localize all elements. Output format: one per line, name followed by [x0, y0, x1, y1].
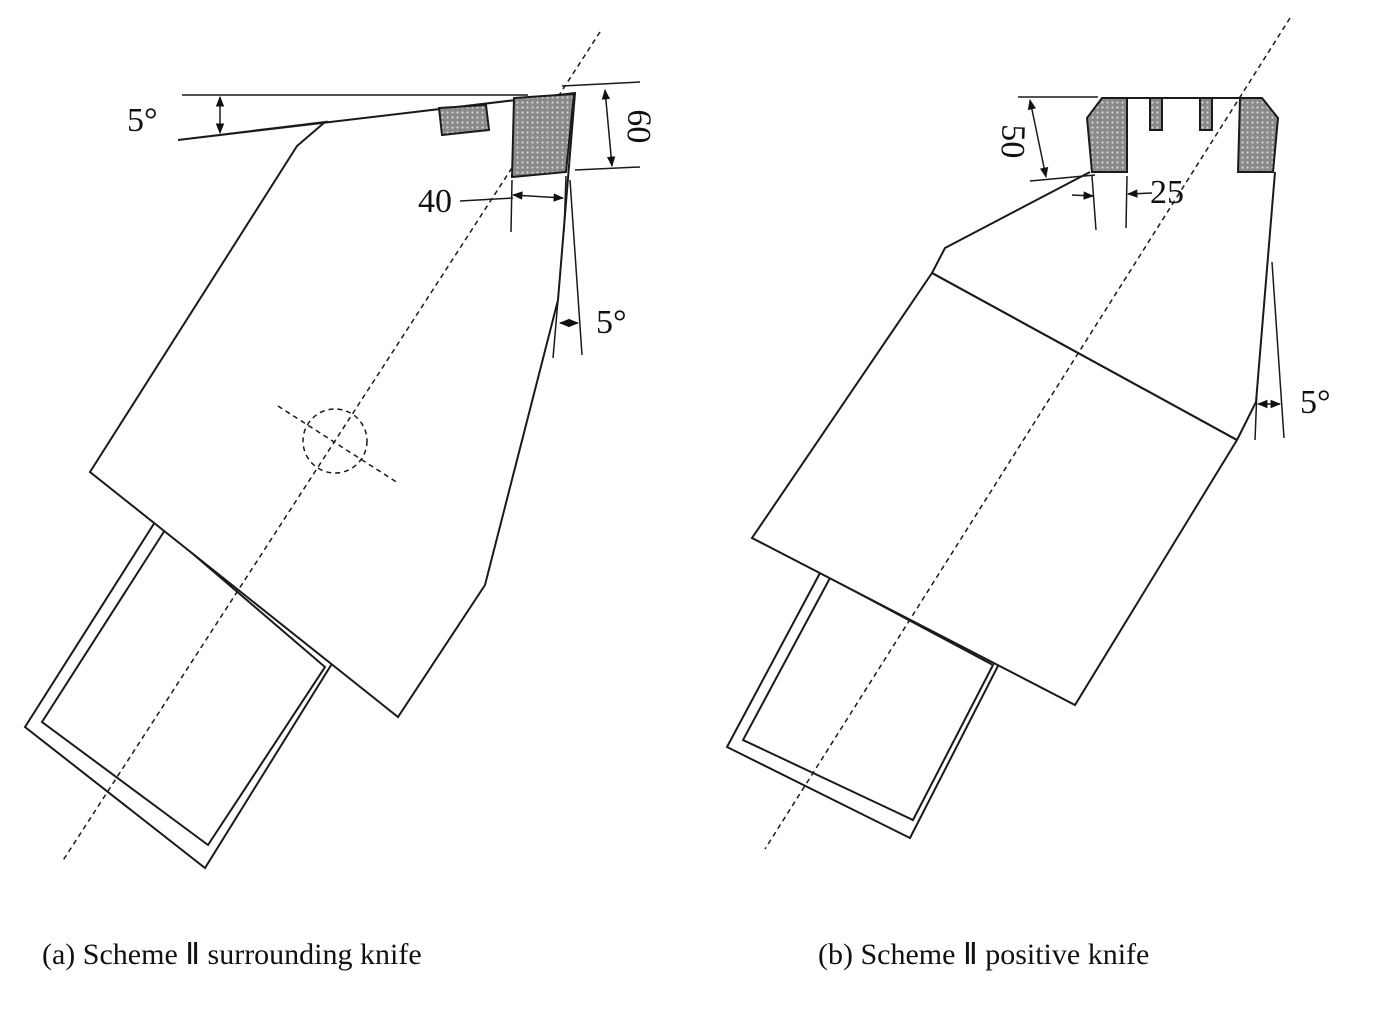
- panel-a-width-extension-right: [563, 175, 567, 233]
- panel-a-width-leader: [459, 197, 514, 202]
- panel-a-width-extension-left: [510, 179, 513, 233]
- panel-b-height-label: 50: [993, 124, 1031, 159]
- panel-b-positive-knife: 50 25 5° (b) Scheme Ⅱ positive knife: [725, 17, 1331, 971]
- panel-a-cross-line: [277, 405, 399, 484]
- panel-b-slot-insert-2: [1199, 97, 1213, 131]
- panel-b-caption: (b) Scheme Ⅱ positive knife: [818, 938, 1149, 971]
- panel-b-height-extension-bottom: [1029, 174, 1096, 182]
- panel-a-small-insert: [437, 103, 491, 137]
- panel-b-centerline: [764, 17, 1291, 850]
- panel-a-pivot-circle: [302, 408, 368, 474]
- panel-a-width-arrow: [511, 191, 565, 202]
- panel-b-height-arrow: [1027, 98, 1049, 179]
- panel-b-width-label: 25: [1150, 174, 1184, 211]
- panel-b-side-reference-line: [1271, 261, 1285, 439]
- panel-b-width-arrow-right: [1126, 189, 1153, 198]
- panel-b-shank-inner: [741, 576, 995, 822]
- panel-a-shank-inner: [40, 528, 327, 847]
- panel-b-tool-body: [750, 271, 1239, 707]
- panel-a-height-label: 60: [619, 109, 657, 144]
- panel-a-height-extension-bottom: [574, 166, 641, 171]
- panel-b-side-angle-label: 5°: [1300, 384, 1331, 421]
- panel-a-side-reference-line: [569, 179, 583, 356]
- panel-b-right-insert: [1236, 97, 1280, 173]
- panel-b-head-left-edge: [931, 171, 1091, 274]
- panel-b-slot-insert-1: [1149, 97, 1163, 131]
- panel-a-top-angle-label: 5°: [127, 102, 158, 139]
- panel-a-width-label: 40: [418, 183, 452, 220]
- panel-a-large-insert: [510, 92, 576, 179]
- panel-b-side-flank-extension: [1254, 389, 1258, 441]
- panel-a-tool-body: [88, 91, 577, 719]
- panel-b-width-arrow-left: [1071, 191, 1095, 200]
- panel-a-height-arrow: [601, 88, 616, 168]
- panel-a-height-extension-top: [561, 81, 641, 87]
- panel-b-width-extension-right: [1125, 175, 1128, 229]
- panel-b-body-top-edge: [931, 272, 1238, 441]
- panel-a-centerline: [61, 31, 601, 863]
- panel-a-side-angle-label: 5°: [596, 304, 627, 341]
- panel-a-caption: (a) Scheme Ⅱ surrounding knife: [42, 938, 422, 971]
- panel-a-surrounding-knife: 5° 60 40 5° (a) Scheme Ⅱ surrounding kni…: [23, 31, 658, 971]
- panel-b-width-extension-left: [1091, 175, 1097, 231]
- panel-b-left-insert: [1085, 97, 1128, 173]
- panel-a-side-flank-extension: [552, 299, 559, 359]
